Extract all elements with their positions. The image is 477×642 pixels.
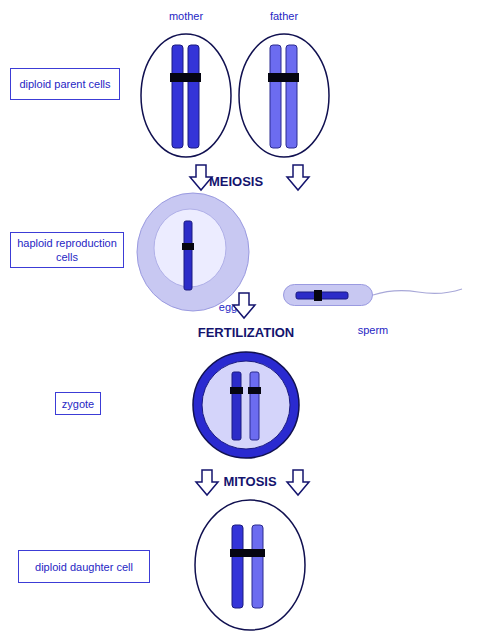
chromosome	[296, 292, 348, 299]
box-label: diploid parent cells	[19, 77, 110, 91]
cell-label: egg	[208, 301, 248, 314]
cell-label: sperm	[353, 324, 393, 337]
egg-outer	[137, 193, 249, 311]
process-label: MEIOSIS	[136, 174, 336, 190]
chromatid	[270, 45, 281, 148]
chromosome	[250, 372, 259, 440]
box-label: zygote	[62, 397, 94, 411]
centromere-band	[182, 243, 194, 250]
cell-outline	[238, 33, 330, 158]
step-arrow	[287, 165, 309, 190]
chromatid	[286, 45, 297, 148]
cell-label: father	[234, 10, 334, 23]
cell-shape: father	[238, 33, 330, 158]
box-label: haploid reproduction cells	[14, 236, 120, 264]
zygote-cytoplasm	[202, 361, 290, 449]
daughter-cell	[195, 500, 305, 630]
label-box: diploid parent cells	[10, 68, 120, 100]
step-arrow	[233, 293, 255, 318]
cell-outline	[140, 33, 232, 158]
label-box: diploid daughter cell	[18, 550, 150, 583]
process-label: MITOSIS	[150, 474, 350, 490]
cell-membrane	[239, 34, 329, 157]
step-arrow	[190, 165, 212, 190]
label-box: zygote	[55, 392, 101, 415]
step-arrow	[196, 470, 218, 495]
centromere-band	[230, 549, 265, 557]
cell-membrane	[141, 34, 231, 157]
label-box: haploid reproduction cells	[10, 232, 124, 268]
cell-label: mother	[136, 10, 236, 23]
chromosome	[184, 221, 192, 290]
chromatid	[252, 525, 263, 608]
chromatid	[188, 45, 199, 148]
chromatid	[232, 525, 243, 608]
sperm-head	[284, 285, 373, 306]
cell-shape: sperm	[283, 284, 373, 306]
centromere-band	[248, 387, 261, 394]
cell-outline	[136, 192, 250, 312]
cell-shape: mother	[140, 33, 232, 158]
centromere-band	[314, 290, 322, 301]
chromosome	[232, 372, 241, 440]
centromere-band	[170, 73, 201, 82]
egg-nucleus	[154, 209, 226, 287]
box-label: diploid daughter cell	[35, 560, 133, 574]
step-arrow	[287, 470, 309, 495]
process-label: FERTILIZATION	[146, 325, 346, 341]
centromere-band	[268, 73, 299, 82]
cell-shape: egg	[136, 192, 250, 312]
sperm-tail	[373, 289, 462, 295]
zygote-membrane	[193, 352, 299, 458]
chromatid	[172, 45, 183, 148]
cell-outline	[283, 284, 373, 306]
centromere-band	[230, 387, 243, 394]
